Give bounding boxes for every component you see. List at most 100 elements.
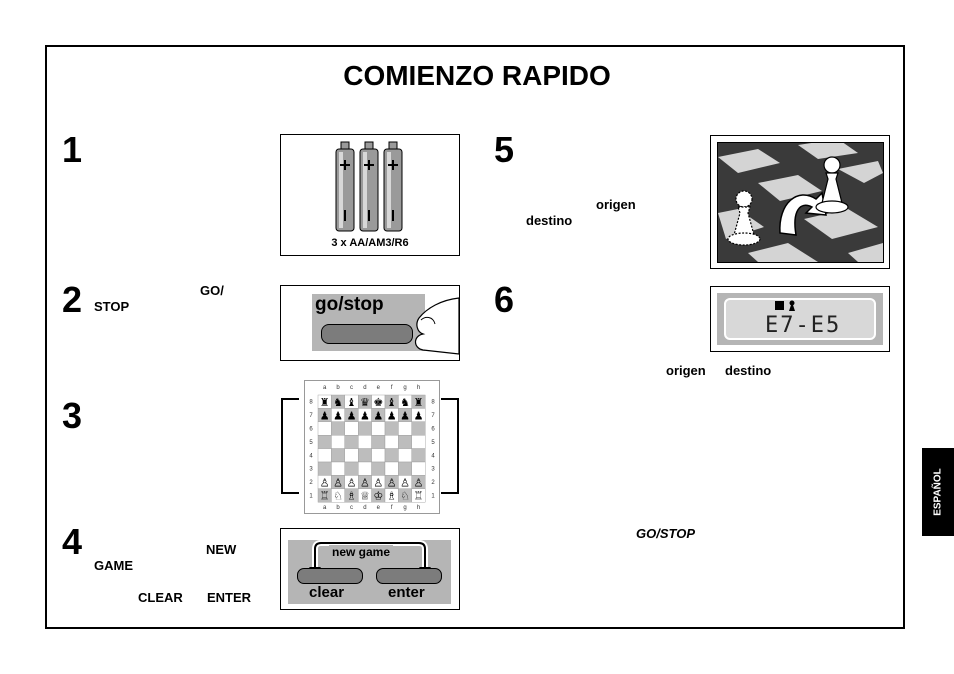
new-game-arrow-icon bbox=[309, 540, 431, 575]
board-rank-label: 2 bbox=[309, 480, 313, 486]
board-file-label: g bbox=[403, 505, 406, 511]
board-square bbox=[371, 448, 386, 463]
board-file-label: g bbox=[403, 385, 406, 391]
chess-piece: ♙ bbox=[414, 476, 424, 489]
board-square bbox=[371, 461, 386, 476]
board-file-label: e bbox=[377, 505, 381, 511]
board-rank-label: 7 bbox=[431, 413, 435, 419]
step-3-number: 3 bbox=[62, 395, 83, 436]
board-file-label: c bbox=[350, 505, 353, 511]
board-square bbox=[384, 421, 399, 436]
board-rank-label: 7 bbox=[309, 413, 313, 419]
chess-piece: ♖ bbox=[414, 490, 424, 503]
board-square bbox=[331, 435, 345, 449]
board-file-label: d bbox=[363, 505, 366, 511]
go-stop-button bbox=[321, 324, 413, 344]
pawn-move-picture bbox=[718, 143, 883, 262]
board-rank-label: 6 bbox=[309, 427, 313, 433]
step-2-keyword-stop: STOP bbox=[94, 299, 130, 314]
board-file-label: f bbox=[391, 385, 393, 391]
language-tab-label: ESPAÑOL bbox=[932, 468, 944, 516]
board-square bbox=[344, 448, 359, 463]
chess-piece: ♙ bbox=[400, 476, 410, 489]
board-file-label: a bbox=[323, 385, 327, 391]
board-file-label: b bbox=[336, 385, 340, 391]
chess-piece: ♜ bbox=[414, 396, 424, 409]
chess-piece: ♙ bbox=[360, 476, 370, 489]
board-bracket-left bbox=[281, 398, 299, 494]
chess-piece: ♗ bbox=[347, 490, 357, 503]
chess-piece: ♘ bbox=[400, 490, 410, 503]
chess-piece: ♟ bbox=[360, 409, 370, 422]
step-2-number: 2 bbox=[62, 279, 83, 320]
page-frame bbox=[45, 45, 905, 629]
clear-button bbox=[297, 568, 363, 584]
board-file-label: e bbox=[377, 385, 381, 391]
board-rank-label: 4 bbox=[309, 453, 313, 459]
battery-illustration: 3 x AA/AM3/R6 bbox=[280, 134, 460, 256]
white-pawn-destination bbox=[815, 156, 849, 214]
board-bracket-right bbox=[441, 398, 459, 494]
board-square bbox=[371, 435, 386, 449]
board-file-label: d bbox=[363, 385, 366, 391]
step-5-number: 5 bbox=[494, 129, 515, 170]
board-square bbox=[331, 421, 345, 436]
black-square-icon bbox=[775, 301, 784, 310]
chess-piece: ♛ bbox=[360, 396, 370, 409]
chess-piece: ♞ bbox=[400, 396, 410, 409]
board-rank-label: 3 bbox=[431, 467, 435, 473]
board-square bbox=[384, 435, 399, 449]
chess-piece: ♔ bbox=[373, 490, 383, 503]
step-1-number: 1 bbox=[62, 129, 83, 170]
chess-piece: ♟ bbox=[320, 409, 330, 422]
lcd-display-text: E7-E5 bbox=[765, 313, 842, 338]
new-game-illustration: new game clear enter bbox=[280, 528, 460, 610]
board-square bbox=[358, 435, 372, 449]
board-rank-label: 1 bbox=[431, 494, 435, 500]
step-4-keyword-clear: CLEAR bbox=[138, 590, 183, 605]
board-rank-label: 1 bbox=[309, 494, 313, 500]
chess-piece: ♟ bbox=[333, 409, 343, 422]
board-square bbox=[317, 448, 332, 463]
language-tab: ESPAÑOL bbox=[922, 448, 954, 536]
board-square bbox=[398, 461, 413, 476]
chess-piece: ♙ bbox=[387, 476, 397, 489]
board-square bbox=[358, 421, 372, 436]
board-file-label: h bbox=[417, 505, 420, 511]
chess-piece: ♟ bbox=[387, 409, 397, 422]
step-4-keyword-enter: ENTER bbox=[207, 590, 252, 605]
go-stop-illustration: go/stop bbox=[280, 285, 460, 361]
step-6-number: 6 bbox=[494, 279, 515, 320]
board-rank-label: 3 bbox=[309, 467, 313, 473]
new-game-label: new game bbox=[329, 545, 394, 559]
chess-piece: ♖ bbox=[320, 490, 330, 503]
step-6-keyword-origen: origen bbox=[666, 363, 706, 378]
chess-piece: ♟ bbox=[400, 409, 410, 422]
step-6-keyword-destino: destino bbox=[725, 363, 772, 378]
chess-piece: ♚ bbox=[373, 396, 383, 409]
pawn-move-illustration bbox=[710, 135, 890, 269]
chess-piece: ♘ bbox=[333, 490, 343, 503]
chess-piece: ♝ bbox=[347, 396, 357, 409]
board-file-label: a bbox=[323, 505, 327, 511]
board-rank-label: 8 bbox=[309, 400, 313, 406]
step-4-number: 4 bbox=[62, 521, 83, 562]
step-5-keyword-destino: destino bbox=[526, 213, 573, 228]
clear-label: clear bbox=[309, 584, 345, 601]
board-square bbox=[344, 461, 359, 476]
chess-piece: ♗ bbox=[387, 490, 397, 503]
board-square bbox=[371, 421, 386, 436]
finger-press-icon bbox=[414, 297, 459, 355]
board-square bbox=[344, 435, 359, 449]
board-square bbox=[384, 448, 399, 463]
enter-button bbox=[376, 568, 442, 584]
board-square bbox=[358, 448, 372, 463]
battery-icon bbox=[335, 141, 403, 232]
board-square bbox=[344, 421, 359, 436]
board-square bbox=[384, 461, 399, 476]
board-file-label: f bbox=[391, 505, 393, 511]
chess-piece: ♙ bbox=[320, 476, 330, 489]
step-5-keyword-origen: origen bbox=[596, 197, 636, 212]
